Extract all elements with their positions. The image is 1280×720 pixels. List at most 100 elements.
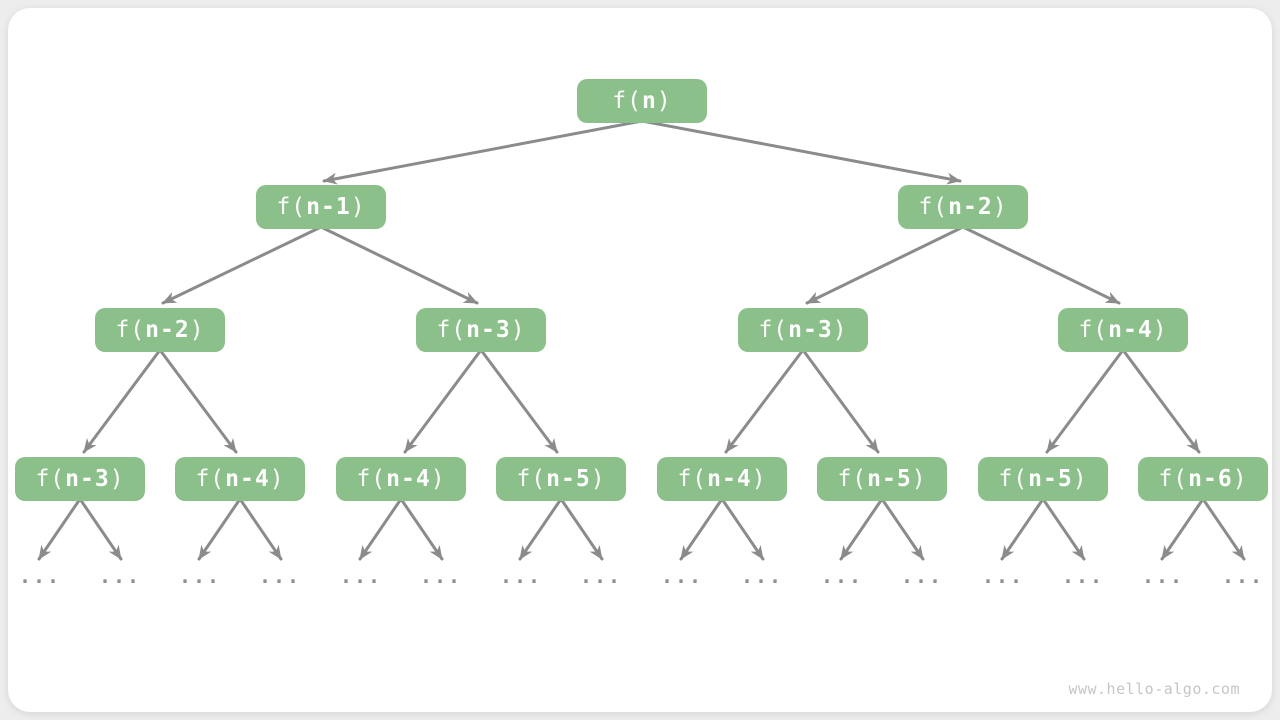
node-l2-0: f(n-1) bbox=[256, 185, 386, 229]
node-l4-6: f(n-5) bbox=[978, 457, 1108, 501]
node-label-pre: f( bbox=[1078, 317, 1109, 343]
ellipsis-leaf: ... bbox=[339, 564, 383, 588]
node-label-suf: ) bbox=[590, 466, 606, 492]
node-l3-3: f(n-4) bbox=[1058, 308, 1188, 352]
node-label-suf: ) bbox=[1152, 317, 1168, 343]
node-label-arg: n-3 bbox=[788, 317, 833, 343]
edge bbox=[238, 497, 283, 561]
ellipsis-leaf: ... bbox=[258, 564, 302, 588]
node-label-arg: n-5 bbox=[867, 466, 912, 492]
edge bbox=[1121, 348, 1201, 454]
ellipsis-leaf: ... bbox=[981, 564, 1025, 588]
edge bbox=[82, 348, 162, 454]
node-l3-1: f(n-3) bbox=[416, 308, 546, 352]
node-label-arg: n-4 bbox=[707, 466, 752, 492]
node-label-suf: ) bbox=[189, 317, 205, 343]
node-label-arg: n-1 bbox=[306, 194, 351, 220]
node-label-suf: ) bbox=[751, 466, 767, 492]
node-label-pre: f( bbox=[276, 194, 307, 220]
edge bbox=[961, 225, 1121, 305]
edge bbox=[1041, 497, 1086, 561]
ellipsis-leaf: ... bbox=[499, 564, 543, 588]
ellipsis-leaf: ... bbox=[18, 564, 62, 588]
edge bbox=[37, 497, 82, 561]
ellipsis-leaf: ... bbox=[178, 564, 222, 588]
watermark-text: www.hello-algo.com bbox=[1068, 680, 1240, 698]
edge bbox=[399, 497, 444, 561]
node-label-suf: ) bbox=[992, 194, 1008, 220]
node-label-arg: n-5 bbox=[1028, 466, 1073, 492]
ellipsis-leaf: ... bbox=[1221, 564, 1265, 588]
ellipsis-leaf: ... bbox=[579, 564, 623, 588]
node-l3-2: f(n-3) bbox=[738, 308, 868, 352]
node-label-arg: n-6 bbox=[1188, 466, 1233, 492]
node-label-pre: f( bbox=[115, 317, 146, 343]
node-label-pre: f( bbox=[998, 466, 1029, 492]
edge bbox=[880, 497, 925, 561]
edge bbox=[319, 225, 479, 305]
node-label-pre: f( bbox=[918, 194, 949, 220]
edge bbox=[1160, 497, 1205, 561]
edge bbox=[720, 497, 765, 561]
node-l4-3: f(n-5) bbox=[496, 457, 626, 501]
edge bbox=[403, 348, 483, 454]
node-label-suf: ) bbox=[656, 88, 672, 114]
node-l2-1: f(n-2) bbox=[898, 185, 1028, 229]
edge bbox=[640, 119, 962, 185]
edge bbox=[724, 348, 805, 454]
node-label-suf: ) bbox=[1072, 466, 1088, 492]
node-label-arg: n-2 bbox=[948, 194, 993, 220]
node-label-pre: f( bbox=[356, 466, 387, 492]
ellipsis-leaf: ... bbox=[820, 564, 864, 588]
ellipsis-leaf: ... bbox=[900, 564, 944, 588]
node-l3-0: f(n-2) bbox=[95, 308, 225, 352]
edge bbox=[801, 348, 880, 454]
edge bbox=[805, 225, 965, 305]
ellipsis-leaf: ... bbox=[1141, 564, 1185, 588]
node-label-suf: ) bbox=[832, 317, 848, 343]
edge bbox=[479, 348, 559, 454]
node-label-arg: n-4 bbox=[386, 466, 431, 492]
node-label-arg: n-5 bbox=[546, 466, 591, 492]
node-label-suf: ) bbox=[350, 194, 366, 220]
ellipsis-leaf: ... bbox=[740, 564, 784, 588]
node-label-suf: ) bbox=[430, 466, 446, 492]
ellipsis-leaf: ... bbox=[1061, 564, 1105, 588]
node-l4-2: f(n-4) bbox=[336, 457, 466, 501]
node-label-arg: n-3 bbox=[65, 466, 110, 492]
edge bbox=[679, 497, 724, 561]
node-l4-1: f(n-4) bbox=[175, 457, 305, 501]
node-label-suf: ) bbox=[911, 466, 927, 492]
edge bbox=[1201, 497, 1246, 561]
node-root: f(n) bbox=[577, 79, 707, 123]
edge bbox=[358, 497, 403, 561]
node-label-pre: f( bbox=[195, 466, 226, 492]
edge bbox=[1045, 348, 1125, 454]
edge bbox=[1000, 497, 1045, 561]
node-label-pre: f( bbox=[677, 466, 708, 492]
edge bbox=[78, 497, 123, 561]
node-label-pre: f( bbox=[758, 317, 789, 343]
node-l4-7: f(n-6) bbox=[1138, 457, 1268, 501]
node-label-arg: n bbox=[641, 88, 657, 114]
ellipsis-leaf: ... bbox=[98, 564, 142, 588]
node-label-arg: n-2 bbox=[145, 317, 190, 343]
node-l4-0: f(n-3) bbox=[15, 457, 145, 501]
diagram-card bbox=[8, 8, 1272, 712]
edge bbox=[161, 225, 323, 305]
ellipsis-leaf: ... bbox=[660, 564, 704, 588]
node-label-pre: f( bbox=[837, 466, 868, 492]
edge bbox=[839, 497, 884, 561]
edge bbox=[197, 497, 242, 561]
node-label-suf: ) bbox=[510, 317, 526, 343]
node-label-arg: n-4 bbox=[225, 466, 270, 492]
node-label-suf: ) bbox=[109, 466, 125, 492]
node-label-suf: ) bbox=[1232, 466, 1248, 492]
edge bbox=[518, 497, 563, 561]
edge bbox=[158, 348, 238, 454]
node-label-suf: ) bbox=[269, 466, 285, 492]
node-label-arg: n-4 bbox=[1108, 317, 1153, 343]
node-label-arg: n-3 bbox=[466, 317, 511, 343]
